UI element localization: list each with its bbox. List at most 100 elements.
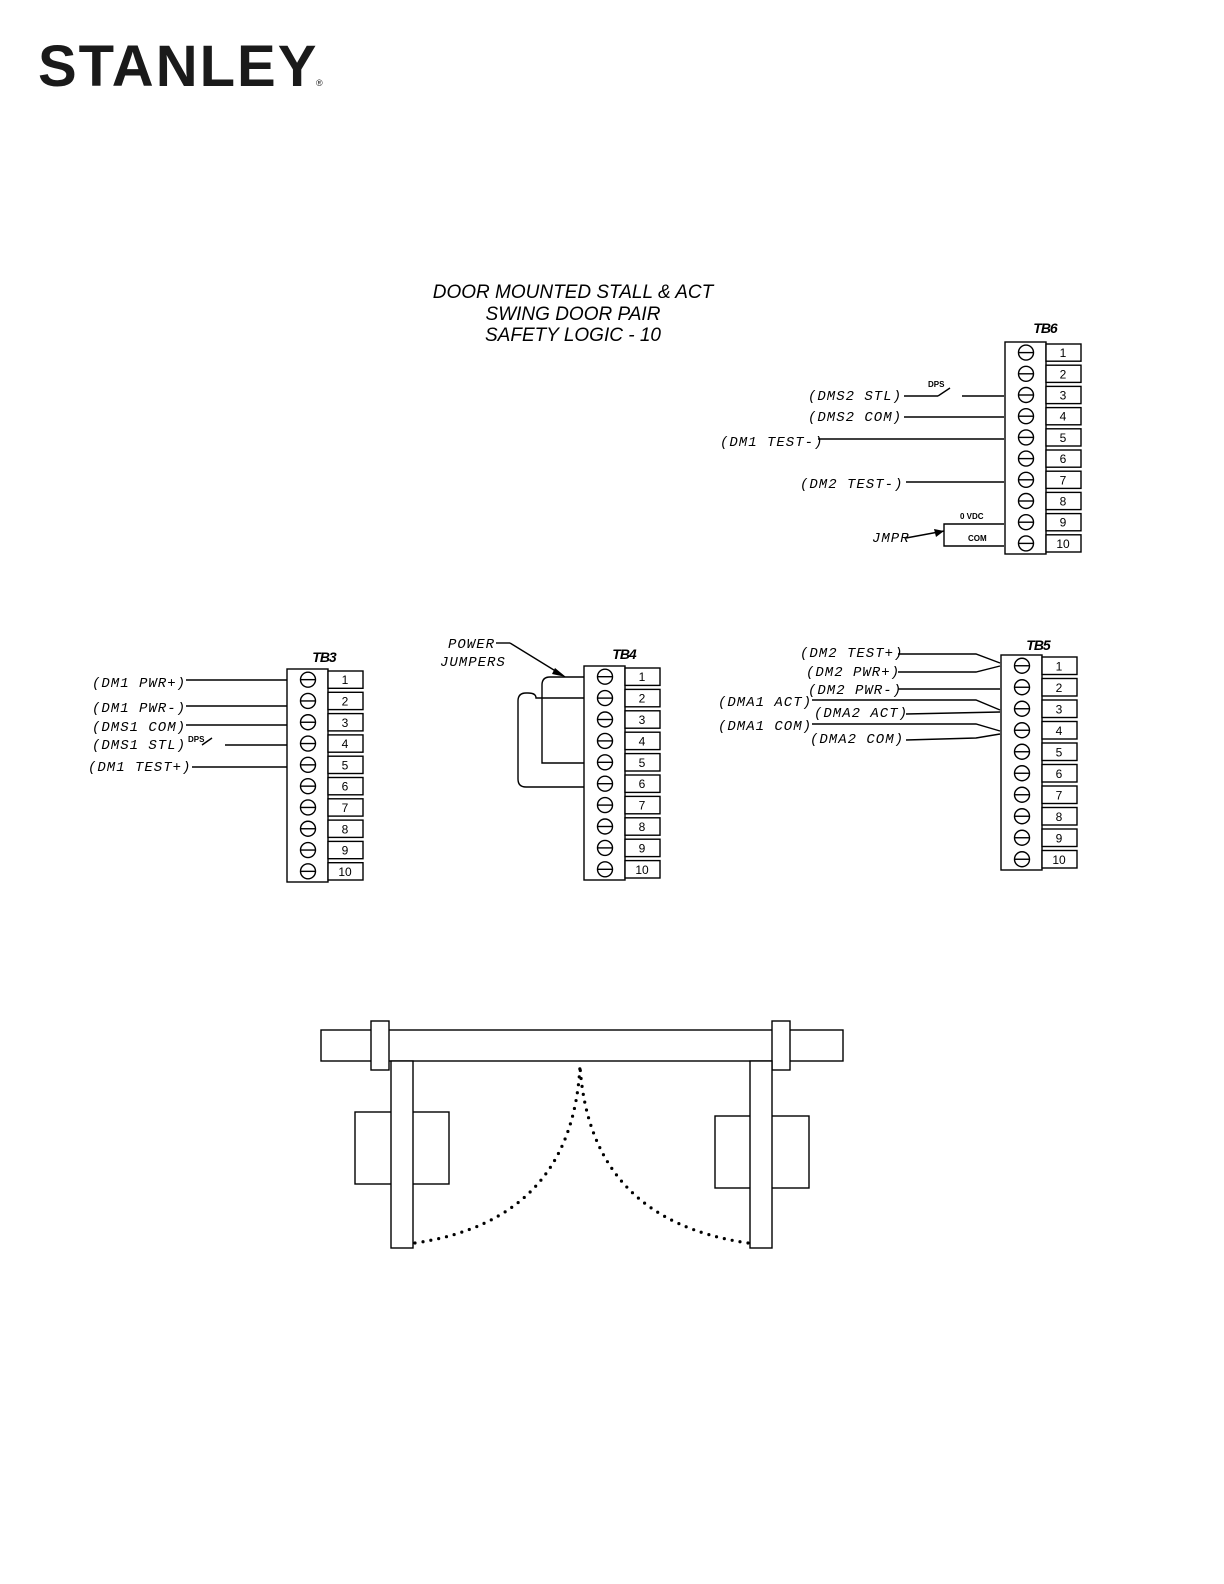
tb3-terminal-number: 10	[338, 865, 352, 879]
label-dma2-act: (DMA2 ACT)	[814, 706, 908, 722]
tb6-terminal-number-box	[1045, 343, 1082, 362]
tb6-terminal-6: 6	[1017, 449, 1082, 468]
tb6-terminal-number: 5	[1060, 431, 1067, 445]
tb5-wiring: (DM2 TEST+) (DM2 PWR+) (DM2 PWR-) (DMA1 …	[718, 646, 1001, 748]
tb3-terminal-3: 3	[299, 712, 364, 732]
tb5-terminal-number-box	[1041, 849, 1078, 869]
tb5-terminal-number: 6	[1056, 767, 1063, 781]
tb4-terminal-9: 9	[596, 838, 661, 858]
tb3-terminal-number-box	[327, 691, 364, 711]
tb3-wiring: (DM1 PWR+) (DM1 PWR-) (DMS1 COM) (DMS1 S…	[88, 676, 287, 776]
tb5-terminal-number-box	[1041, 828, 1078, 848]
tb5-title: TB5	[1026, 637, 1051, 653]
tb3-terminal-number: 3	[342, 716, 349, 730]
tb4-terminal-number: 3	[639, 713, 646, 727]
tb5-screw-column	[1000, 654, 1043, 871]
wire-dma1-act	[812, 699, 1001, 711]
tb6-screw-column	[1004, 341, 1047, 555]
dps-switch-tb3	[201, 737, 213, 746]
tb3-terminal-number: 5	[342, 758, 349, 772]
label-dm2-test-minus: (DM2 TEST-)	[800, 477, 903, 493]
label-com: COM	[968, 534, 987, 543]
label-dms1-stl: (DMS1 STL)	[92, 738, 186, 754]
tb4-terminal-10: 10	[596, 859, 661, 879]
label-dm1-pwr-plus: (DM1 PWR+)	[92, 676, 186, 692]
tb3-terminal-number-box	[327, 712, 364, 732]
tb3-terminal-9: 9	[299, 840, 364, 860]
tb3-terminal-5: 5	[299, 755, 364, 775]
wire-dma1-com	[812, 723, 1001, 732]
tb4-terminal-number: 4	[639, 734, 646, 748]
tb4-terminal-8: 8	[596, 817, 661, 836]
swing-door-pair	[320, 1020, 844, 1249]
tb6-terminal-2: 2	[1017, 364, 1082, 384]
tb4-screw-column	[583, 665, 626, 881]
tb5-terminal-2: 2	[1013, 677, 1078, 697]
tb5-terminal-9: 9	[1013, 828, 1078, 848]
jumper-tb6-9-10	[943, 523, 1004, 547]
tb4-terminal-number-box	[624, 795, 661, 815]
wire-dma2-com	[905, 733, 1001, 741]
dps-switch-tb6	[937, 387, 951, 397]
tb5-terminal-4: 4	[1013, 720, 1078, 740]
tb5-terminal-number: 4	[1056, 724, 1063, 738]
tb3-terminal-number-box	[327, 819, 364, 839]
tb5-terminal-number-box	[1041, 677, 1078, 697]
tb4-terminal-number-box	[624, 774, 661, 794]
tb4-title: TB4	[612, 646, 637, 662]
tb3-terminal-number-box	[327, 862, 364, 881]
registered-mark: ®	[316, 78, 323, 88]
tb4-terminal-number-box	[624, 859, 661, 879]
tb3-terminal-number: 4	[342, 737, 349, 751]
tb6-terminal-number-box	[1045, 364, 1082, 384]
tb3-title: TB3	[312, 649, 337, 665]
tb6-terminal-number-box	[1045, 406, 1082, 426]
tb3-terminal-number: 1	[342, 673, 349, 687]
label-dma2-com: (DMA2 COM)	[810, 732, 904, 748]
power-leader-b	[509, 642, 563, 676]
tb5-terminal-number-box	[1041, 806, 1078, 826]
wire-dm2-pwr-plus	[898, 665, 1001, 673]
tb6-terminal-number: 10	[1056, 537, 1070, 551]
tb5-terminal-6: 6	[1013, 763, 1078, 783]
tb6-terminal-number: 8	[1060, 495, 1067, 509]
brand-name: STANLEY	[38, 34, 318, 99]
title-line-3: SAFETY LOGIC - 10	[485, 325, 661, 346]
tb6-terminal-10: 10	[1017, 534, 1082, 553]
label-dm1-test-minus: (DM1 TEST-)	[720, 435, 823, 451]
tb3-terminal-number: 8	[342, 822, 349, 836]
tb5-terminal-3: 3	[1013, 699, 1078, 719]
wire-dma2-act	[905, 711, 1001, 715]
tb5-terminal-number-box	[1041, 720, 1078, 740]
tb6-terminal-7: 7	[1017, 470, 1082, 490]
tb4-terminal-number: 6	[639, 777, 646, 791]
tb5-terminal-number: 1	[1056, 659, 1063, 673]
tb4-terminal-number-box	[624, 731, 661, 751]
title-line-1: DOOR MOUNTED STALL & ACT	[433, 282, 715, 303]
tb4-terminal-number: 8	[639, 820, 646, 834]
label-dps-tb3: DPS	[188, 735, 205, 744]
tb3-terminal-10: 10	[299, 862, 364, 881]
tb5-terminal-7: 7	[1013, 785, 1078, 805]
tb6-terminal-4: 4	[1017, 406, 1082, 426]
label-dms2-com: (DMS2 COM)	[808, 410, 902, 426]
label-jumpers: JUMPERS	[440, 655, 506, 671]
tb6-terminal-9: 9	[1017, 512, 1082, 532]
tb4-terminal-7: 7	[596, 795, 661, 815]
tb3-terminal-1: 1	[299, 670, 364, 689]
tb5-terminal-number: 10	[1052, 853, 1066, 867]
tb6-terminal-5: 5	[1017, 428, 1082, 447]
tb4-terminal-4: 4	[596, 731, 661, 751]
tb6-terminal-number: 6	[1060, 452, 1067, 466]
tb3-terminal-4: 4	[299, 734, 364, 753]
jumper-outer	[517, 692, 584, 788]
tb3-terminal-number-box	[327, 798, 364, 817]
tb4-terminal-number: 9	[639, 841, 646, 855]
tb6-terminal-number: 2	[1060, 367, 1067, 381]
label-dm2-pwr-minus: (DM2 PWR-)	[808, 683, 902, 699]
tb4-terminal-number-box	[624, 838, 661, 858]
title-line-2: SWING DOOR PAIR	[486, 304, 661, 325]
